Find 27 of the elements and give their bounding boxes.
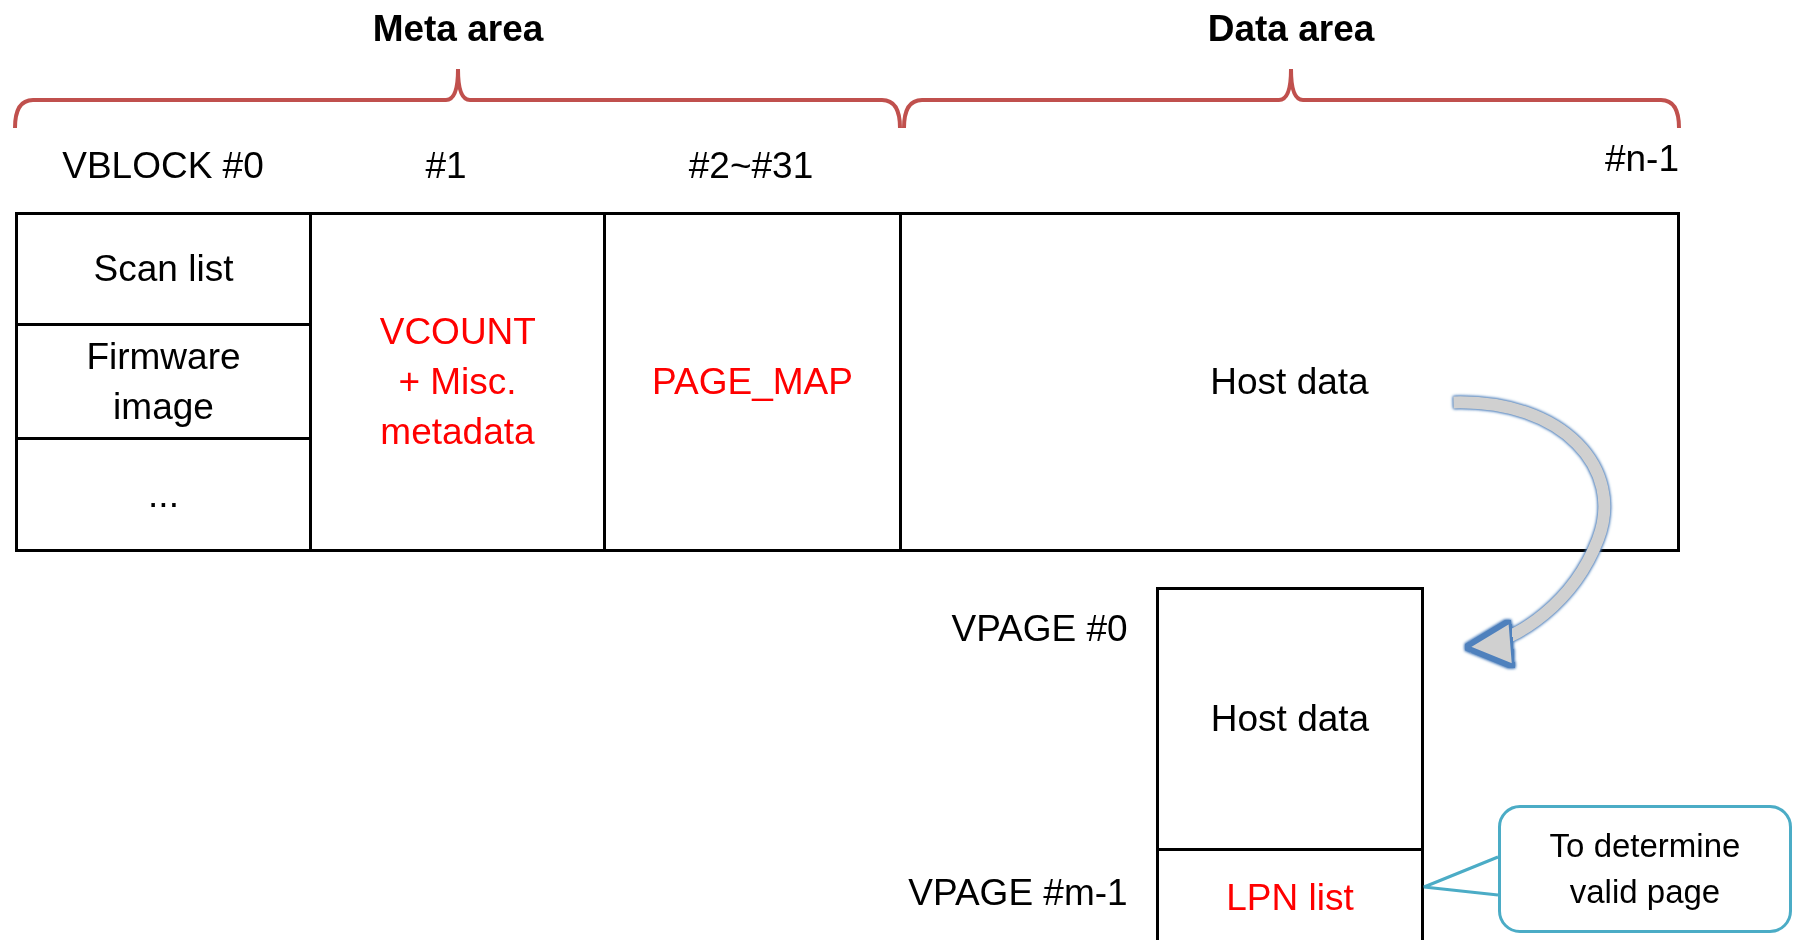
memory-block [603, 212, 902, 552]
node-text: To determine valid page [1548, 825, 1742, 912]
node-text: Host data [1210, 360, 1369, 405]
block-label: #2~#31 [688, 145, 814, 187]
page-label: VPAGE #m-1 [908, 872, 1128, 915]
callout-pointer [1422, 855, 1500, 897]
block-label: #n-1 [1604, 138, 1679, 180]
area-heading: Data area [1207, 8, 1375, 50]
memory-block [15, 437, 312, 552]
page-block [1156, 848, 1424, 940]
memory-block [15, 212, 312, 326]
node-text: Host data [1210, 697, 1370, 742]
node-text: VCOUNT + Misc. metadata [379, 310, 536, 454]
node-text: ... [148, 472, 179, 517]
block-label: #1 [425, 145, 467, 187]
node-text: PAGE_MAP [652, 360, 853, 405]
area-heading: Meta area [372, 8, 544, 50]
node-text: LPN list [1226, 876, 1354, 921]
page-label: VPAGE #0 [951, 607, 1128, 650]
callout-bubble [1498, 805, 1792, 933]
page-block [1156, 587, 1424, 851]
memory-block [309, 212, 606, 552]
curved-arrow [1453, 396, 1611, 668]
memory-block [899, 212, 1680, 552]
node-text: Scan list [93, 247, 234, 292]
node-text: Firmware image [86, 334, 241, 429]
block-label: VBLOCK #0 [62, 145, 264, 187]
